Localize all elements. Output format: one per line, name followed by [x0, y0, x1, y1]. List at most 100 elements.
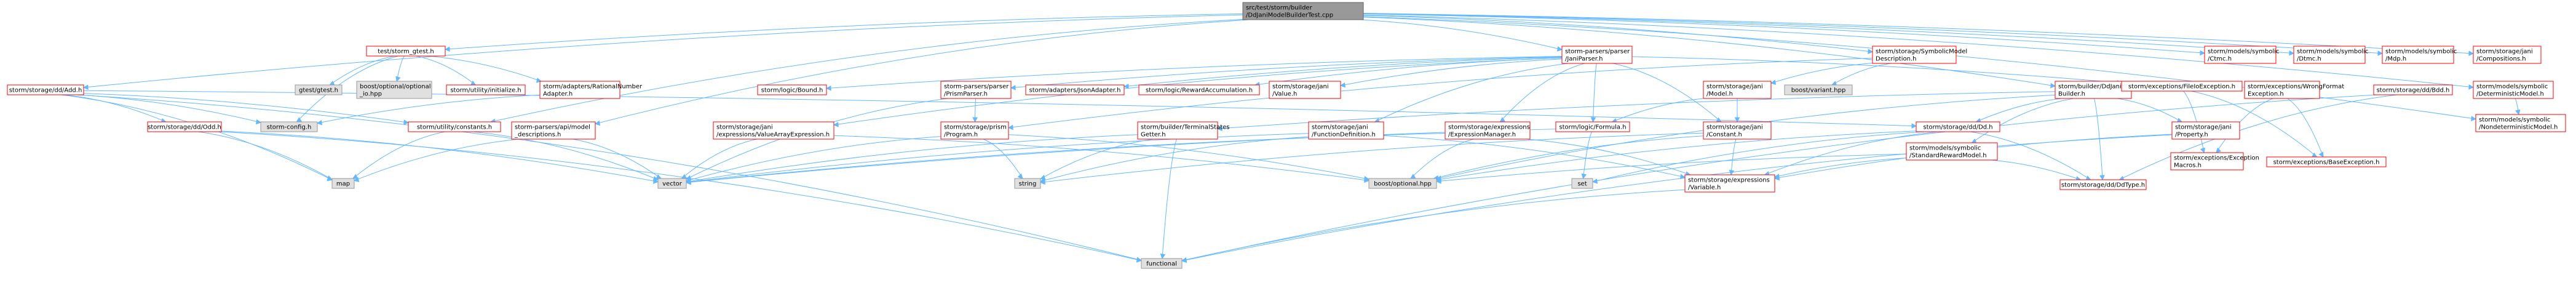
node-box	[511, 121, 596, 140]
node-label: storm/logic/RewardAccumulation.h	[1146, 87, 1253, 94]
node-janiparser[interactable]: storm-parsers/parser/JaniParser.h	[1561, 46, 1633, 64]
node-mdp[interactable]: storm/models/symbolic/Mdp.h	[2382, 46, 2457, 64]
node-ddadd[interactable]: storm/storage/dd/Add.h	[7, 84, 84, 95]
node-janiprop[interactable]: storm/storage/jani/Property.h	[2171, 121, 2240, 140]
node-ddbdd[interactable]: storm/storage/dd/Bdd.h	[2373, 84, 2453, 95]
node-stormconfig: storm-config.h	[260, 121, 318, 132]
node-box	[2121, 81, 2243, 92]
node-ctmc[interactable]: storm/models/symbolic/Ctmc.h	[2204, 46, 2279, 64]
edge-dddd-to-set	[1591, 131, 1925, 184]
node-rewardacc[interactable]: storm/logic/RewardAccumulation.h	[1138, 84, 1260, 95]
node-box	[2055, 81, 2132, 99]
node-box	[657, 178, 687, 189]
node-label: storm/utility/constants.h	[417, 124, 492, 131]
node-logicbound[interactable]: storm/logic/Bound.h	[757, 84, 827, 95]
node-box	[1684, 174, 1775, 193]
node-apimodeldesc[interactable]: storm-parsers/api/model_descriptions.h	[511, 121, 596, 140]
node-box	[1269, 81, 1341, 99]
edge-stdreward-to-ddtype	[1991, 159, 2082, 182]
node-functional: functional	[1141, 258, 1183, 269]
node-box	[260, 121, 318, 132]
edge-utilconst-to-vector	[473, 131, 659, 182]
node-label: storm/models/symbolic	[2208, 49, 2279, 55]
node-label: storm-parsers/parser	[1565, 49, 1630, 55]
node-label: storm/storage/dd/Dd.h	[1923, 124, 1992, 131]
node-nondetmodel[interactable]: storm/models/symbolic/NondeterministicMo…	[2475, 114, 2566, 132]
node-utilinit[interactable]: storm/utility/initialize.h	[446, 84, 526, 95]
edge-termstates-to-functional	[1160, 138, 1177, 260]
node-ddjanibuilder[interactable]: storm/builder/DdJaniModelBuilder.h	[2055, 81, 2140, 99]
node-label: Getter.h	[1141, 132, 1166, 138]
node-label: functional	[1146, 261, 1177, 268]
node-box	[1555, 121, 1630, 132]
node-prismprogram[interactable]: storm/storage/prism/Program.h	[940, 121, 1009, 140]
node-label: storm/storage/expressions	[1448, 124, 1530, 131]
node-box	[713, 121, 834, 140]
edge-ddadd-to-functional	[77, 94, 1143, 262]
node-stdreward[interactable]: storm/models/symbolic/StandardRewardMode…	[1906, 142, 1998, 161]
node-label: _io.hpp	[359, 91, 382, 98]
node-boostvariant: boost/variant.hpp	[1784, 84, 1853, 95]
node-label: storm/storage/dd/DdType.h	[2061, 182, 2145, 189]
node-set: set	[1571, 178, 1593, 189]
edge-root-to-dtmc	[1363, 13, 2295, 56]
edge-ratadapter-to-stormconfig	[316, 94, 541, 126]
node-compositions[interactable]: storm/storage/jani/Compositions.h	[2473, 46, 2542, 64]
edge-root-to-janiparser	[1361, 19, 1563, 52]
node-detmodel[interactable]: storm/models/symbolic/DeterministicModel…	[2473, 81, 2554, 99]
node-label: storm/models/symbolic	[2479, 117, 2550, 124]
node-box	[940, 81, 1012, 99]
node-janimodel[interactable]: storm/storage/jani/Model.h	[1703, 81, 1772, 99]
edge-root-to-ddjanibuilder	[1363, 17, 2056, 89]
node-dtmc[interactable]: storm/models/symbolic/Dtmc.h	[2293, 46, 2368, 64]
edge-root-to-ctmc	[1363, 14, 2206, 56]
node-label: storm/models/symbolic	[2385, 49, 2457, 55]
node-label: storm/utility/initialize.h	[450, 87, 521, 94]
node-label: Adapter.h	[543, 91, 573, 98]
node-ddtype[interactable]: storm/storage/dd/DdType.h	[2059, 179, 2147, 190]
edge-root-to-ddadd	[82, 14, 1243, 90]
node-jsonadapter[interactable]: storm/adapters/JsonAdapter.h	[1025, 84, 1125, 95]
node-prismparser[interactable]: storm-parsers/parser/PrismParser.h	[940, 81, 1012, 99]
edge-janiconst-to-boostoptional	[1433, 135, 1704, 181]
node-valarrayexpr[interactable]: storm/storage/jani/expressions/ValueArra…	[713, 121, 834, 140]
edge-ddadd-to-stormconfig	[77, 94, 262, 125]
node-dddd[interactable]: storm/storage/dd/Dd.h	[1916, 121, 2000, 132]
node-janifuncdef[interactable]: storm/storage/jani/FunctionDefinition.h	[1308, 121, 1384, 140]
node-label: /Compositions.h	[2476, 56, 2526, 63]
node-box	[1784, 84, 1853, 95]
node-baseexc[interactable]: storm/exceptions/BaseException.h	[2266, 156, 2387, 167]
node-box	[2204, 46, 2277, 64]
node-fileioexc[interactable]: storm/exceptions/FileIoException.h	[2121, 81, 2243, 92]
node-gtest[interactable]: test/storm_gtest.h	[366, 46, 446, 57]
edge-root-to-detmodel	[1363, 14, 2475, 90]
edge-root-to-utilconst	[489, 18, 1243, 124]
node-label: storm/exceptions/FileIoException.h	[2128, 84, 2235, 90]
node-janivalue[interactable]: storm/storage/jani/Value.h	[1269, 81, 1341, 99]
node-janiconst[interactable]: storm/storage/jani/Constant.h	[1703, 121, 1772, 140]
node-label: set	[1577, 181, 1587, 188]
node-utilconst[interactable]: storm/utility/constants.h	[408, 121, 501, 132]
node-label: storm/storage/jani	[2175, 124, 2232, 131]
node-label: storm/storage/jani	[1312, 124, 1368, 131]
node-box	[356, 81, 432, 99]
node-logicformula[interactable]: storm/logic/Formula.h	[1555, 121, 1630, 132]
node-variable[interactable]: storm/storage/expressions/Variable.h	[1684, 174, 1775, 193]
node-root[interactable]: src/test/storm/builder/DdJaniModelBuilde…	[1242, 2, 1364, 20]
edge-janiparser-to-janivalue	[1339, 58, 1563, 88]
node-ddodd[interactable]: storm/storage/dd/Odd.h	[147, 121, 222, 132]
node-label: storm/storage/dd/Bdd.h	[2377, 87, 2450, 94]
edge-symdesc-to-janimodel	[1770, 62, 1873, 85]
edge-ddodd-to-map	[198, 131, 333, 181]
edge-ddjanibuilder-to-ddtype	[2093, 98, 2105, 181]
node-box	[1571, 178, 1593, 189]
node-exprmanager[interactable]: storm/storage/expressions/ExpressionMana…	[1445, 121, 1531, 140]
node-label: storm/storage/jani	[716, 124, 773, 131]
edges-layer	[61, 13, 2521, 263]
edge-root-to-gtest	[444, 13, 1243, 52]
